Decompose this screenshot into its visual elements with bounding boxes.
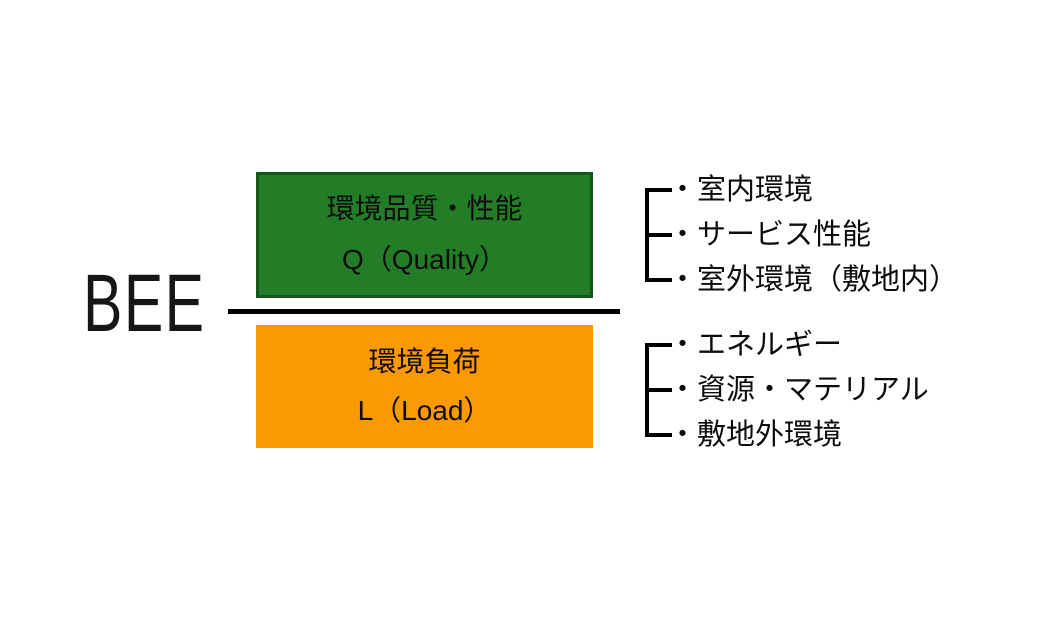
fraction-divider-line (228, 309, 620, 314)
bracket-tick (645, 343, 672, 347)
load-items-list: ・エネルギー ・資源・マテリアル ・敷地外環境 (668, 323, 929, 458)
quality-items-bracket (645, 188, 672, 282)
load-item: ・エネルギー (668, 329, 843, 361)
bracket-tick (645, 188, 672, 192)
bracket-tick (645, 233, 672, 237)
bracket-tick (645, 433, 672, 437)
quality-items-list: ・室内環境 ・サービス性能 ・室外環境（敷地内） (668, 168, 958, 303)
quality-box-title: 環境品質・性能 (326, 193, 523, 225)
load-box-title: 環境負荷 (368, 345, 481, 377)
bracket-tick (645, 278, 672, 282)
quality-numerator-box: 環境品質・性能 Q（Quality） (256, 172, 593, 298)
quality-box-symbol: Q（Quality） (342, 244, 507, 275)
bracket-tick (645, 388, 672, 392)
load-box-symbol: L（Load） (357, 394, 492, 426)
load-denominator-box: 環境負荷 L（Load） (256, 325, 593, 448)
quality-item: ・室内環境 (668, 174, 814, 206)
load-item: ・敷地外環境 (668, 419, 843, 451)
quality-item: ・室外環境（敷地内） (668, 264, 959, 296)
quality-item: ・サービス性能 (668, 219, 872, 251)
load-items-bracket (645, 343, 672, 437)
bee-label: BEE (83, 258, 206, 349)
load-item: ・資源・マテリアル (668, 374, 929, 406)
